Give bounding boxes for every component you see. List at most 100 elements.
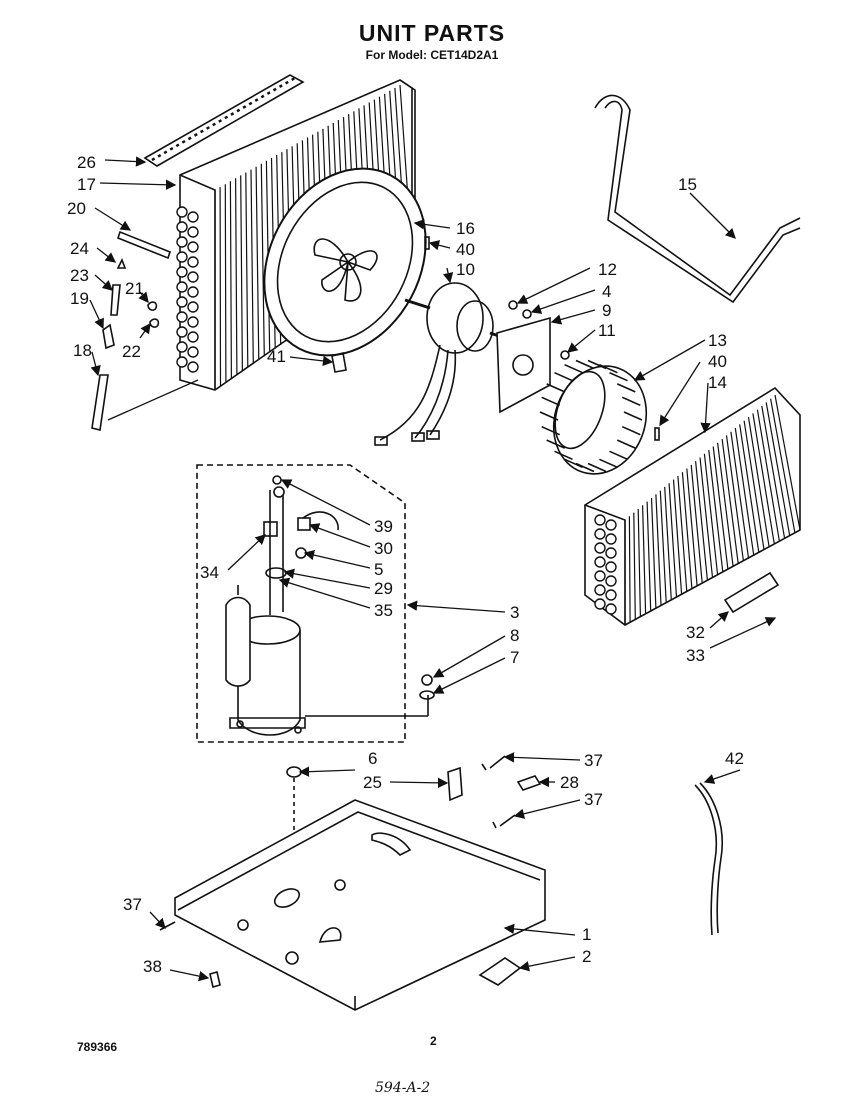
- clip-40-top: [424, 236, 430, 250]
- fan-motor: [374, 282, 506, 446]
- callout-13: 13: [708, 331, 727, 350]
- clip-19: [102, 323, 115, 350]
- nut-8: [421, 674, 433, 686]
- blade-clip: [331, 351, 347, 373]
- tube-end: [187, 316, 199, 328]
- callout-11: 11: [598, 321, 616, 340]
- callout-28: 28: [560, 773, 579, 792]
- washer-4: [522, 309, 532, 319]
- tube-end: [605, 561, 617, 573]
- callout-37-left: 37: [123, 895, 142, 914]
- grommet-5: [295, 547, 307, 559]
- callout-16: 16: [456, 219, 475, 238]
- callout-5: 5: [374, 560, 383, 579]
- tube-end: [176, 356, 188, 368]
- callout-labels: 26 17 20 24 23 21 19 22 18 16 40 10 12 4…: [67, 153, 744, 976]
- callout-41: 41: [267, 347, 286, 366]
- screw-37-mid: [492, 814, 516, 829]
- blower-wheel: [539, 359, 648, 475]
- tube-end: [594, 514, 606, 526]
- tube-end: [605, 589, 617, 601]
- tube-end: [176, 251, 188, 263]
- callout-18: 18: [73, 341, 92, 360]
- fan-shroud: [263, 167, 427, 357]
- tube-end: [187, 361, 199, 373]
- callout-19: 19: [70, 289, 89, 308]
- tube-end: [187, 286, 199, 298]
- tube-end: [594, 528, 606, 540]
- handwritten-code: 594-A-2: [375, 1080, 431, 1096]
- condenser-tube-ends: [176, 206, 199, 373]
- callout-35: 35: [374, 601, 393, 620]
- callout-42: 42: [725, 749, 744, 768]
- callout-22: 22: [122, 342, 141, 361]
- tube-end: [187, 331, 199, 343]
- model-subtitle: For Model: CET14D2A1: [365, 48, 499, 62]
- tube-end: [187, 256, 199, 268]
- tube-end: [176, 206, 188, 218]
- tube-end: [594, 570, 606, 582]
- tube-end: [176, 236, 188, 248]
- tube-end: [176, 326, 188, 338]
- callout-7: 7: [510, 648, 519, 667]
- callout-17: 17: [77, 175, 96, 194]
- callout-24: 24: [70, 239, 89, 258]
- tube-end: [187, 211, 199, 223]
- bracket-25: [447, 766, 463, 802]
- callout-38: 38: [143, 957, 162, 976]
- page-number: 2: [430, 1034, 437, 1048]
- callout-32: 32: [686, 623, 705, 642]
- tube-end: [605, 533, 617, 545]
- tube-end: [187, 346, 199, 358]
- callout-4: 4: [602, 282, 611, 301]
- clip-22: [149, 318, 160, 328]
- leader-lines: [89, 156, 777, 982]
- bracket-2: [478, 957, 522, 986]
- callout-3: 3: [510, 603, 519, 622]
- page-title: UNIT PARTS: [358, 20, 506, 46]
- callout-34: 34: [200, 563, 219, 582]
- tube-end: [176, 296, 188, 308]
- callout-33: 33: [686, 646, 705, 665]
- gasket-strip: [143, 74, 305, 167]
- tube-end: [176, 266, 188, 278]
- tube-end: [176, 341, 188, 353]
- screw-37-top: [481, 755, 506, 771]
- bracket-32: [723, 571, 780, 614]
- tube-23: [110, 284, 121, 316]
- callout-9: 9: [602, 301, 611, 320]
- tube-end: [605, 603, 617, 615]
- tube-end: [176, 221, 188, 233]
- tube-end: [176, 311, 188, 323]
- callout-15: 15: [678, 175, 697, 194]
- wire-harness: [694, 782, 723, 936]
- tube-end: [187, 301, 199, 313]
- base-pan: [174, 799, 546, 1011]
- overload-30: [297, 517, 311, 531]
- callout-40-top: 40: [456, 240, 475, 259]
- clip-28: [516, 775, 542, 791]
- clip-21: [147, 301, 158, 311]
- tube-end: [594, 556, 606, 568]
- callout-23: 23: [70, 266, 89, 285]
- callout-37-top: 37: [584, 751, 603, 770]
- callout-1: 1: [582, 925, 591, 944]
- callout-37-mid: 37: [584, 790, 603, 809]
- tube-end: [594, 584, 606, 596]
- callout-29: 29: [374, 579, 393, 598]
- callout-30: 30: [374, 539, 393, 558]
- compressor-tube: [269, 490, 284, 615]
- callout-25: 25: [363, 773, 382, 792]
- tube-end: [176, 281, 188, 293]
- callout-21: 21: [125, 279, 144, 298]
- callout-26: 26: [77, 153, 96, 172]
- compressor: [225, 585, 429, 736]
- fastener-24: [116, 258, 127, 269]
- tube-end: [605, 547, 617, 559]
- tube-end: [605, 519, 617, 531]
- drain-tube: [594, 94, 801, 304]
- clip-38: [209, 970, 221, 989]
- callout-10: 10: [456, 260, 475, 279]
- callout-14: 14: [708, 373, 727, 392]
